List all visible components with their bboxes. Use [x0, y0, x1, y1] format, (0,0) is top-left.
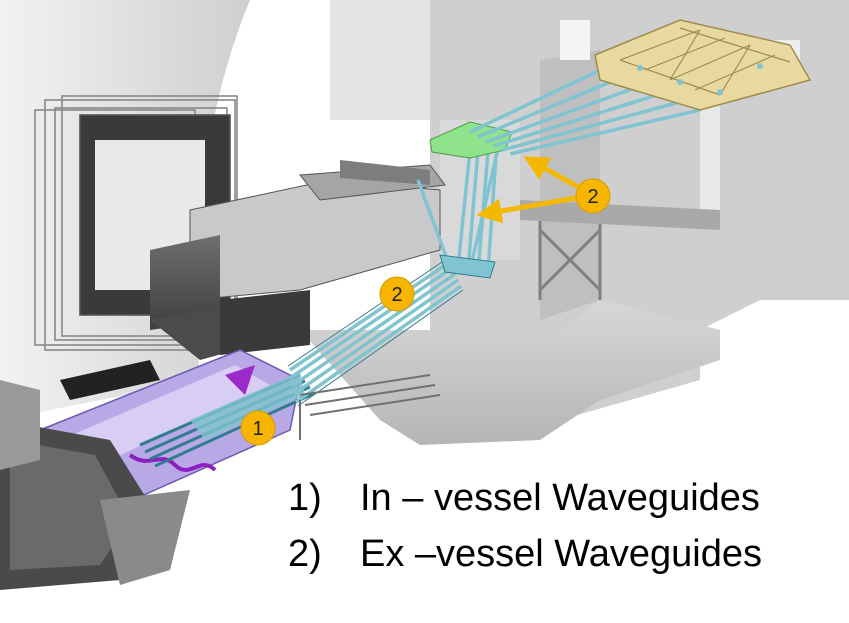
waveguide-junction	[439, 254, 496, 279]
legend-label: Ex –vessel Waveguides	[360, 533, 763, 575]
legend-number: 1)	[288, 477, 322, 519]
ex-vessel-waveguides-upper	[469, 68, 701, 156]
legend-number: 2)	[288, 533, 322, 575]
legend: 1) In – vessel Waveguides 2) Ex –vessel …	[288, 470, 828, 582]
ex-vessel-waveguides-lower	[289, 260, 463, 404]
arrow-upper	[523, 156, 582, 191]
legend-label: In – vessel Waveguides	[360, 477, 760, 519]
svg-text:1: 1	[252, 418, 263, 440]
marker-1: 1	[240, 410, 276, 446]
marker-2-lower: 2	[379, 276, 415, 312]
in-vessel-waveguides-highlight	[190, 372, 305, 440]
arrow-lower	[476, 195, 577, 224]
legend-item-ex-vessel: 2) Ex –vessel Waveguides	[288, 526, 828, 582]
legend-item-in-vessel: 1) In – vessel Waveguides	[288, 470, 828, 526]
port-plug	[0, 349, 301, 590]
ex-vessel-waveguides-lower-edges	[287, 257, 464, 407]
guide-rails	[299, 374, 441, 440]
svg-text:2: 2	[391, 284, 402, 306]
marker-2-upper: 2	[575, 178, 611, 214]
launcher-frame	[594, 19, 812, 111]
svg-text:2: 2	[587, 186, 598, 208]
equipment-block	[150, 160, 446, 360]
